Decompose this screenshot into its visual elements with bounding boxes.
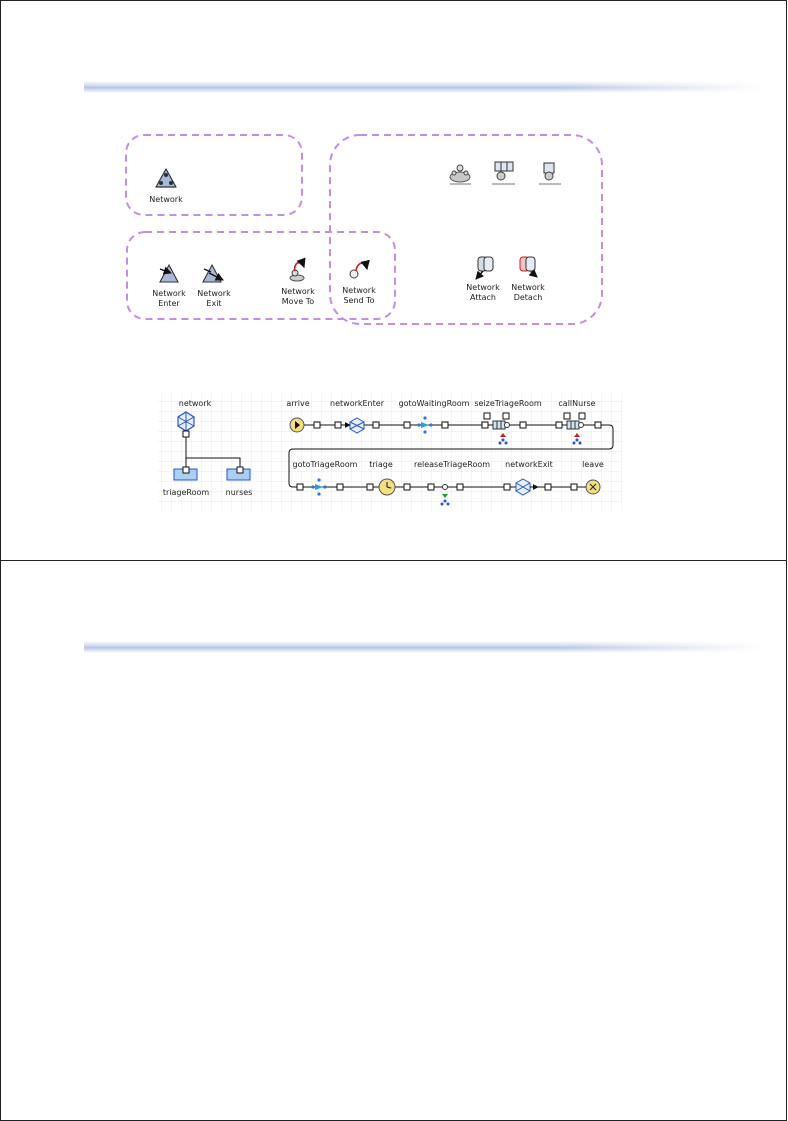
palette-label-moveto-2: Move To <box>282 297 315 306</box>
movement-group-border <box>126 231 396 320</box>
goto-triage-room-block[interactable] <box>311 478 327 496</box>
network-enter-icon[interactable] <box>159 263 179 283</box>
block-label-network: network <box>179 399 212 408</box>
palette-label-enter-2: Enter <box>158 299 180 308</box>
header-bar <box>84 641 761 653</box>
row1-ports <box>313 412 602 429</box>
leave-block[interactable] <box>585 479 601 495</box>
palette-label-moveto-1: Network <box>281 287 315 296</box>
network-exit-icon[interactable] <box>202 263 224 283</box>
block-label-triage: triage <box>369 460 393 469</box>
network-resource-icon[interactable] <box>492 161 515 185</box>
palette-label-enter-1: Network <box>152 289 186 298</box>
network-block-icon[interactable] <box>177 411 195 432</box>
block-label-arrive: arrive <box>286 399 309 408</box>
network-send-to-icon[interactable] <box>349 259 370 279</box>
palette-label-network: Network <box>149 195 183 204</box>
resources-group-border <box>329 134 603 325</box>
block-label-seize-triage-room: seizeTriageRoom <box>474 399 542 408</box>
arrive-block[interactable] <box>289 417 305 433</box>
network-attach-icon[interactable] <box>475 256 494 280</box>
network-move-to-icon[interactable] <box>289 257 306 282</box>
wrap-flow-line <box>288 424 614 488</box>
palette-label-exit-1: Network <box>197 289 231 298</box>
block-label-goto-triage-room: gotoTriageRoom <box>293 460 358 469</box>
triage-block[interactable] <box>378 478 396 496</box>
block-label-leave: leave <box>582 460 604 469</box>
palette-label-attach-1: Network <box>466 283 500 292</box>
network-resource-pool-icon[interactable] <box>449 164 471 185</box>
network-enter-block[interactable] <box>344 417 365 434</box>
block-label-network-enter: networkEnter <box>330 399 385 408</box>
goto-waiting-room-block[interactable] <box>417 416 433 434</box>
release-triage-room-block[interactable] <box>440 484 450 506</box>
header-bar <box>84 81 761 93</box>
palette-label-attach-2: Attach <box>470 293 496 302</box>
block-label-triage-room: triageRoom <box>163 488 210 497</box>
palette-label-detach-1: Network <box>511 283 545 292</box>
palette-label-exit-2: Exit <box>206 299 221 308</box>
palette-label-sendto-2: Send To <box>343 296 374 305</box>
flowchart: network triageRoom nurses <box>158 393 622 511</box>
network-icon[interactable] <box>155 168 177 188</box>
row2-ports <box>296 483 578 491</box>
network-exit-block[interactable] <box>515 478 539 496</box>
palette-diagram: Network Network Enter Network Exit Netwo… <box>125 134 622 511</box>
network-seize-icon[interactable] <box>539 162 561 185</box>
call-nurse-block[interactable] <box>566 420 584 445</box>
block-label-nurses: nurses <box>226 488 253 497</box>
palette-label-detach-2: Detach <box>514 293 543 302</box>
nurses-block[interactable] <box>226 466 251 481</box>
block-label-goto-waiting-room: gotoWaitingRoom <box>399 399 470 408</box>
seize-triage-room-block[interactable] <box>492 420 510 445</box>
block-label-network-exit: networkExit <box>505 460 553 469</box>
block-label-call-nurse: callNurse <box>558 399 595 408</box>
slide-2 <box>0 560 787 1121</box>
slide-1: Network Network Enter Network Exit Netwo… <box>0 0 787 561</box>
triage-room-block[interactable] <box>173 466 198 481</box>
palette-label-sendto-1: Network <box>342 286 376 295</box>
network-detach-icon[interactable] <box>519 256 538 278</box>
block-label-release-triage-room: releaseTriageRoom <box>414 460 490 469</box>
network-port <box>182 430 190 438</box>
